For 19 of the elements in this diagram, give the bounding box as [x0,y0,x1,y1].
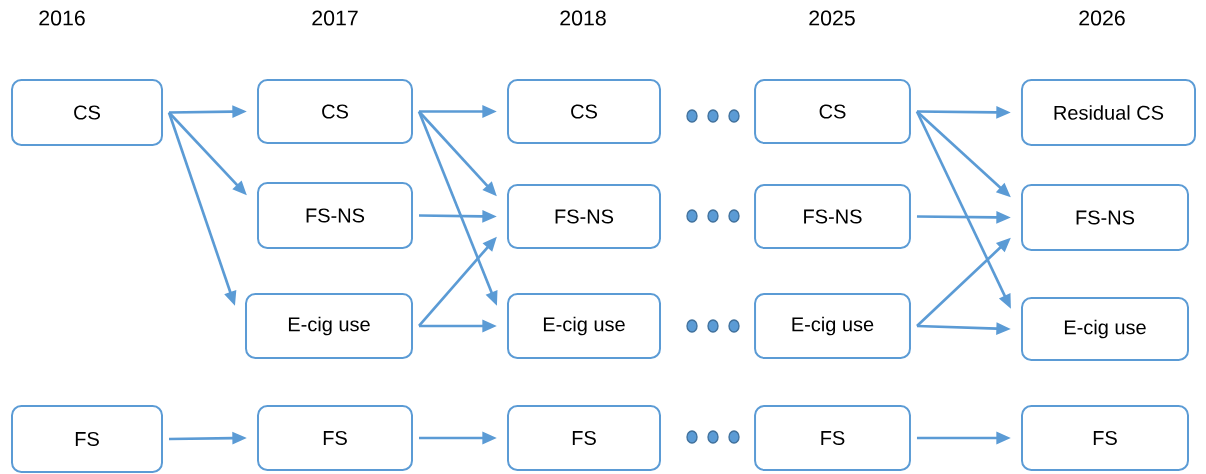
state-box: FS [507,405,661,471]
state-box: FS-NS [507,184,661,249]
state-box: Residual CS [1020,78,1197,147]
year-label: 2026 [1079,10,1125,26]
state-box: FS-NS [1021,183,1189,252]
state-box: E-cig use [754,293,911,359]
state-box: FS-NS [257,181,413,250]
state-box: CS [507,79,661,144]
state-box: CS [257,79,413,144]
state-box: CS [11,78,163,147]
state-box: E-cig use [507,293,661,359]
state-box: FS [257,405,413,471]
state-box: CS [754,79,911,144]
state-box: FS [11,405,163,473]
state-box: FS-NS [754,184,911,249]
state-box: E-cig use [1021,297,1189,361]
state-box: FS [1021,405,1189,471]
state-box: E-cig use [245,293,413,359]
state-box: FS [754,405,911,471]
